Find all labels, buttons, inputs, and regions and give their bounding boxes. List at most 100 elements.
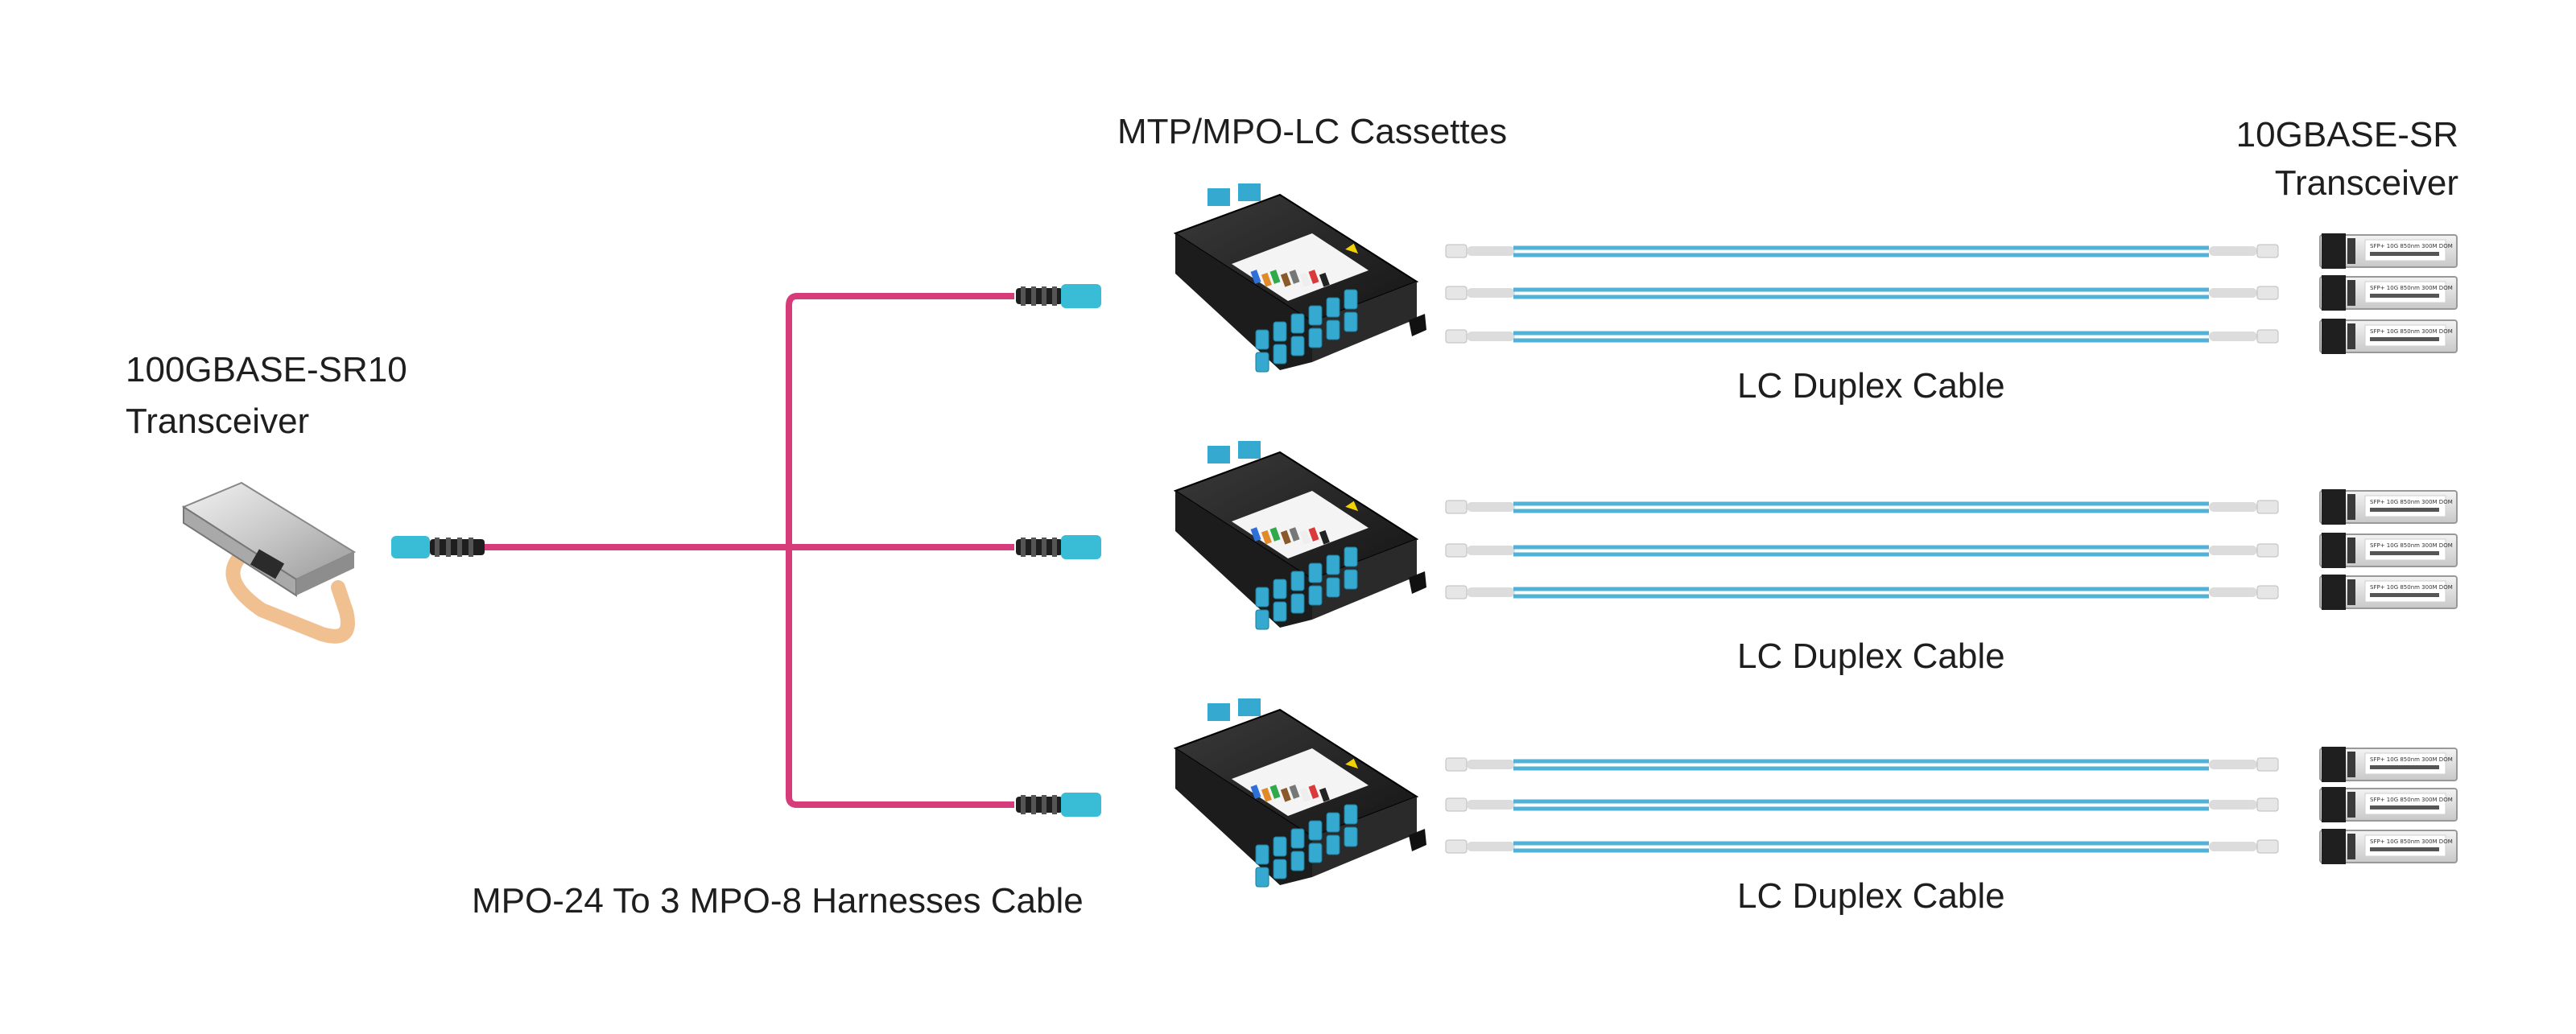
sfp-latch <box>2347 579 2355 605</box>
lc-adapter <box>1273 859 1287 880</box>
lc-duplex-cable <box>1445 244 2279 258</box>
lc-connector-right <box>2256 839 2279 854</box>
mounting-tab <box>1409 829 1426 851</box>
fiber-color-code <box>1280 272 1291 287</box>
lc-cable-group <box>1445 244 2279 854</box>
mtp-lc-cassette-1 <box>1173 183 1426 373</box>
mpo-connector-body <box>1061 793 1101 817</box>
lc-boot-right <box>2209 587 2257 597</box>
lc-connector-right <box>2256 585 2279 599</box>
lc-boot-right <box>2209 800 2257 809</box>
boot-ridge <box>1021 538 1026 557</box>
qsfp-body-front <box>296 552 354 595</box>
lc-connector-right <box>2256 329 2279 344</box>
lc-adapter <box>1326 319 1340 340</box>
sfp-label <box>2364 324 2446 347</box>
fiber-color-code <box>1319 529 1330 545</box>
boot-ridge <box>1031 286 1036 306</box>
mtp-rear-adapter <box>1208 446 1230 463</box>
boot-ridge <box>1052 286 1057 306</box>
qsfp-transceiver <box>181 481 357 644</box>
lc-adapter <box>1344 826 1358 847</box>
lc-adapter <box>1326 834 1340 855</box>
mpo-connector-body <box>391 536 430 558</box>
lc-adapter <box>1344 289 1358 310</box>
sfp-latch <box>2347 280 2355 306</box>
lc-connector-right <box>2256 543 2279 558</box>
harness-cable-group <box>391 284 1101 817</box>
mpo8-connector-1 <box>1016 284 1101 308</box>
fiber-color-code <box>1280 787 1291 802</box>
fiber-color-code <box>1261 272 1272 287</box>
lc-adapter <box>1308 820 1323 841</box>
lc-boot-right <box>2209 332 2257 341</box>
lc-duplex-cable <box>1445 329 2279 344</box>
lc-adapter <box>1273 601 1287 622</box>
sfp-barcode <box>2370 508 2439 512</box>
sfp-barcode <box>2370 593 2439 597</box>
fiber-color-code <box>1289 270 1300 284</box>
lc-adapter <box>1344 804 1358 825</box>
sfp-label <box>2364 834 2446 857</box>
sfp-latch <box>2347 752 2355 777</box>
mtp-rear-adapter <box>1238 698 1261 716</box>
lc-boot-left <box>1467 800 1515 809</box>
lc-boot-left <box>1467 332 1515 341</box>
harness-spine <box>786 293 798 808</box>
warning-icon <box>1343 757 1360 770</box>
qsfp-title-line2: Transceiver <box>126 402 310 441</box>
sfp-label-text: SFP+ 10G 850nm 300M DOM <box>2370 838 2453 845</box>
fiber-color-code <box>1280 529 1291 545</box>
qsfp-pull-tab <box>225 548 355 644</box>
lc-boot-right <box>2209 760 2257 769</box>
sfp-barcode <box>2370 847 2439 851</box>
fiber-color-code <box>1308 270 1319 284</box>
lc-adapter <box>1326 812 1340 833</box>
lc-boot-right <box>2209 842 2257 851</box>
sfp-plus-transceiver: SFP+ 10G 850nm 300M DOM <box>2319 233 2458 269</box>
lc-connector-left <box>1445 839 1468 854</box>
fiber-color-code <box>1319 272 1330 287</box>
lc-boot-right <box>2209 246 2257 256</box>
sfp-label-text: SFP+ 10G 850nm 300M DOM <box>2370 243 2453 249</box>
sfp-bail <box>2322 233 2346 269</box>
mtp-rear-adapter <box>1208 188 1230 206</box>
boot-ridge <box>1042 286 1046 306</box>
fiber-color-code <box>1250 527 1261 542</box>
sfp-label <box>2364 281 2446 303</box>
qsfp-port <box>250 549 285 579</box>
lc-adapter <box>1255 352 1269 373</box>
lc-connector-left <box>1445 286 1468 300</box>
lc-boot-right <box>2209 288 2257 298</box>
boot-ridge <box>1042 795 1046 814</box>
fiber-color-code <box>1269 785 1281 799</box>
lc-adapter <box>1290 336 1305 356</box>
lc-duplex-cable <box>1445 500 2279 514</box>
cassette-side <box>1312 797 1417 877</box>
mounting-tab <box>1409 314 1426 336</box>
mpo-boot <box>1016 288 1063 304</box>
mpo-connector-body <box>1061 284 1101 308</box>
sfp-plus-transceiver: SFP+ 10G 850nm 300M DOM <box>2319 787 2458 822</box>
lc-connector-right <box>2256 286 2279 300</box>
sfp-plus-transceiver: SFP+ 10G 850nm 300M DOM <box>2319 275 2458 311</box>
qsfp-title-line1: 100GBASE-SR10 <box>126 350 407 389</box>
sfp-barcode <box>2370 252 2439 256</box>
lc-adapter <box>1290 571 1305 591</box>
mpo8-connector-2 <box>1016 535 1101 559</box>
lc-boot-right <box>2209 502 2257 512</box>
sfp-bail <box>2322 829 2346 864</box>
boot-ridge <box>1031 538 1036 557</box>
lc-connector-left <box>1445 329 1468 344</box>
warning-icon <box>1343 500 1360 513</box>
sfp-latch <box>2347 834 2355 859</box>
lc-adapter <box>1308 305 1323 326</box>
lc-connector-left <box>1445 757 1468 772</box>
lc-connector-right <box>2256 797 2279 812</box>
lc-adapter <box>1344 311 1358 332</box>
warning-icon <box>1343 242 1360 255</box>
sfp-barcode <box>2370 805 2439 809</box>
fiber-color-code <box>1250 270 1261 284</box>
mtp-rear-adapter <box>1238 441 1261 459</box>
sfp-latch <box>2347 792 2355 818</box>
